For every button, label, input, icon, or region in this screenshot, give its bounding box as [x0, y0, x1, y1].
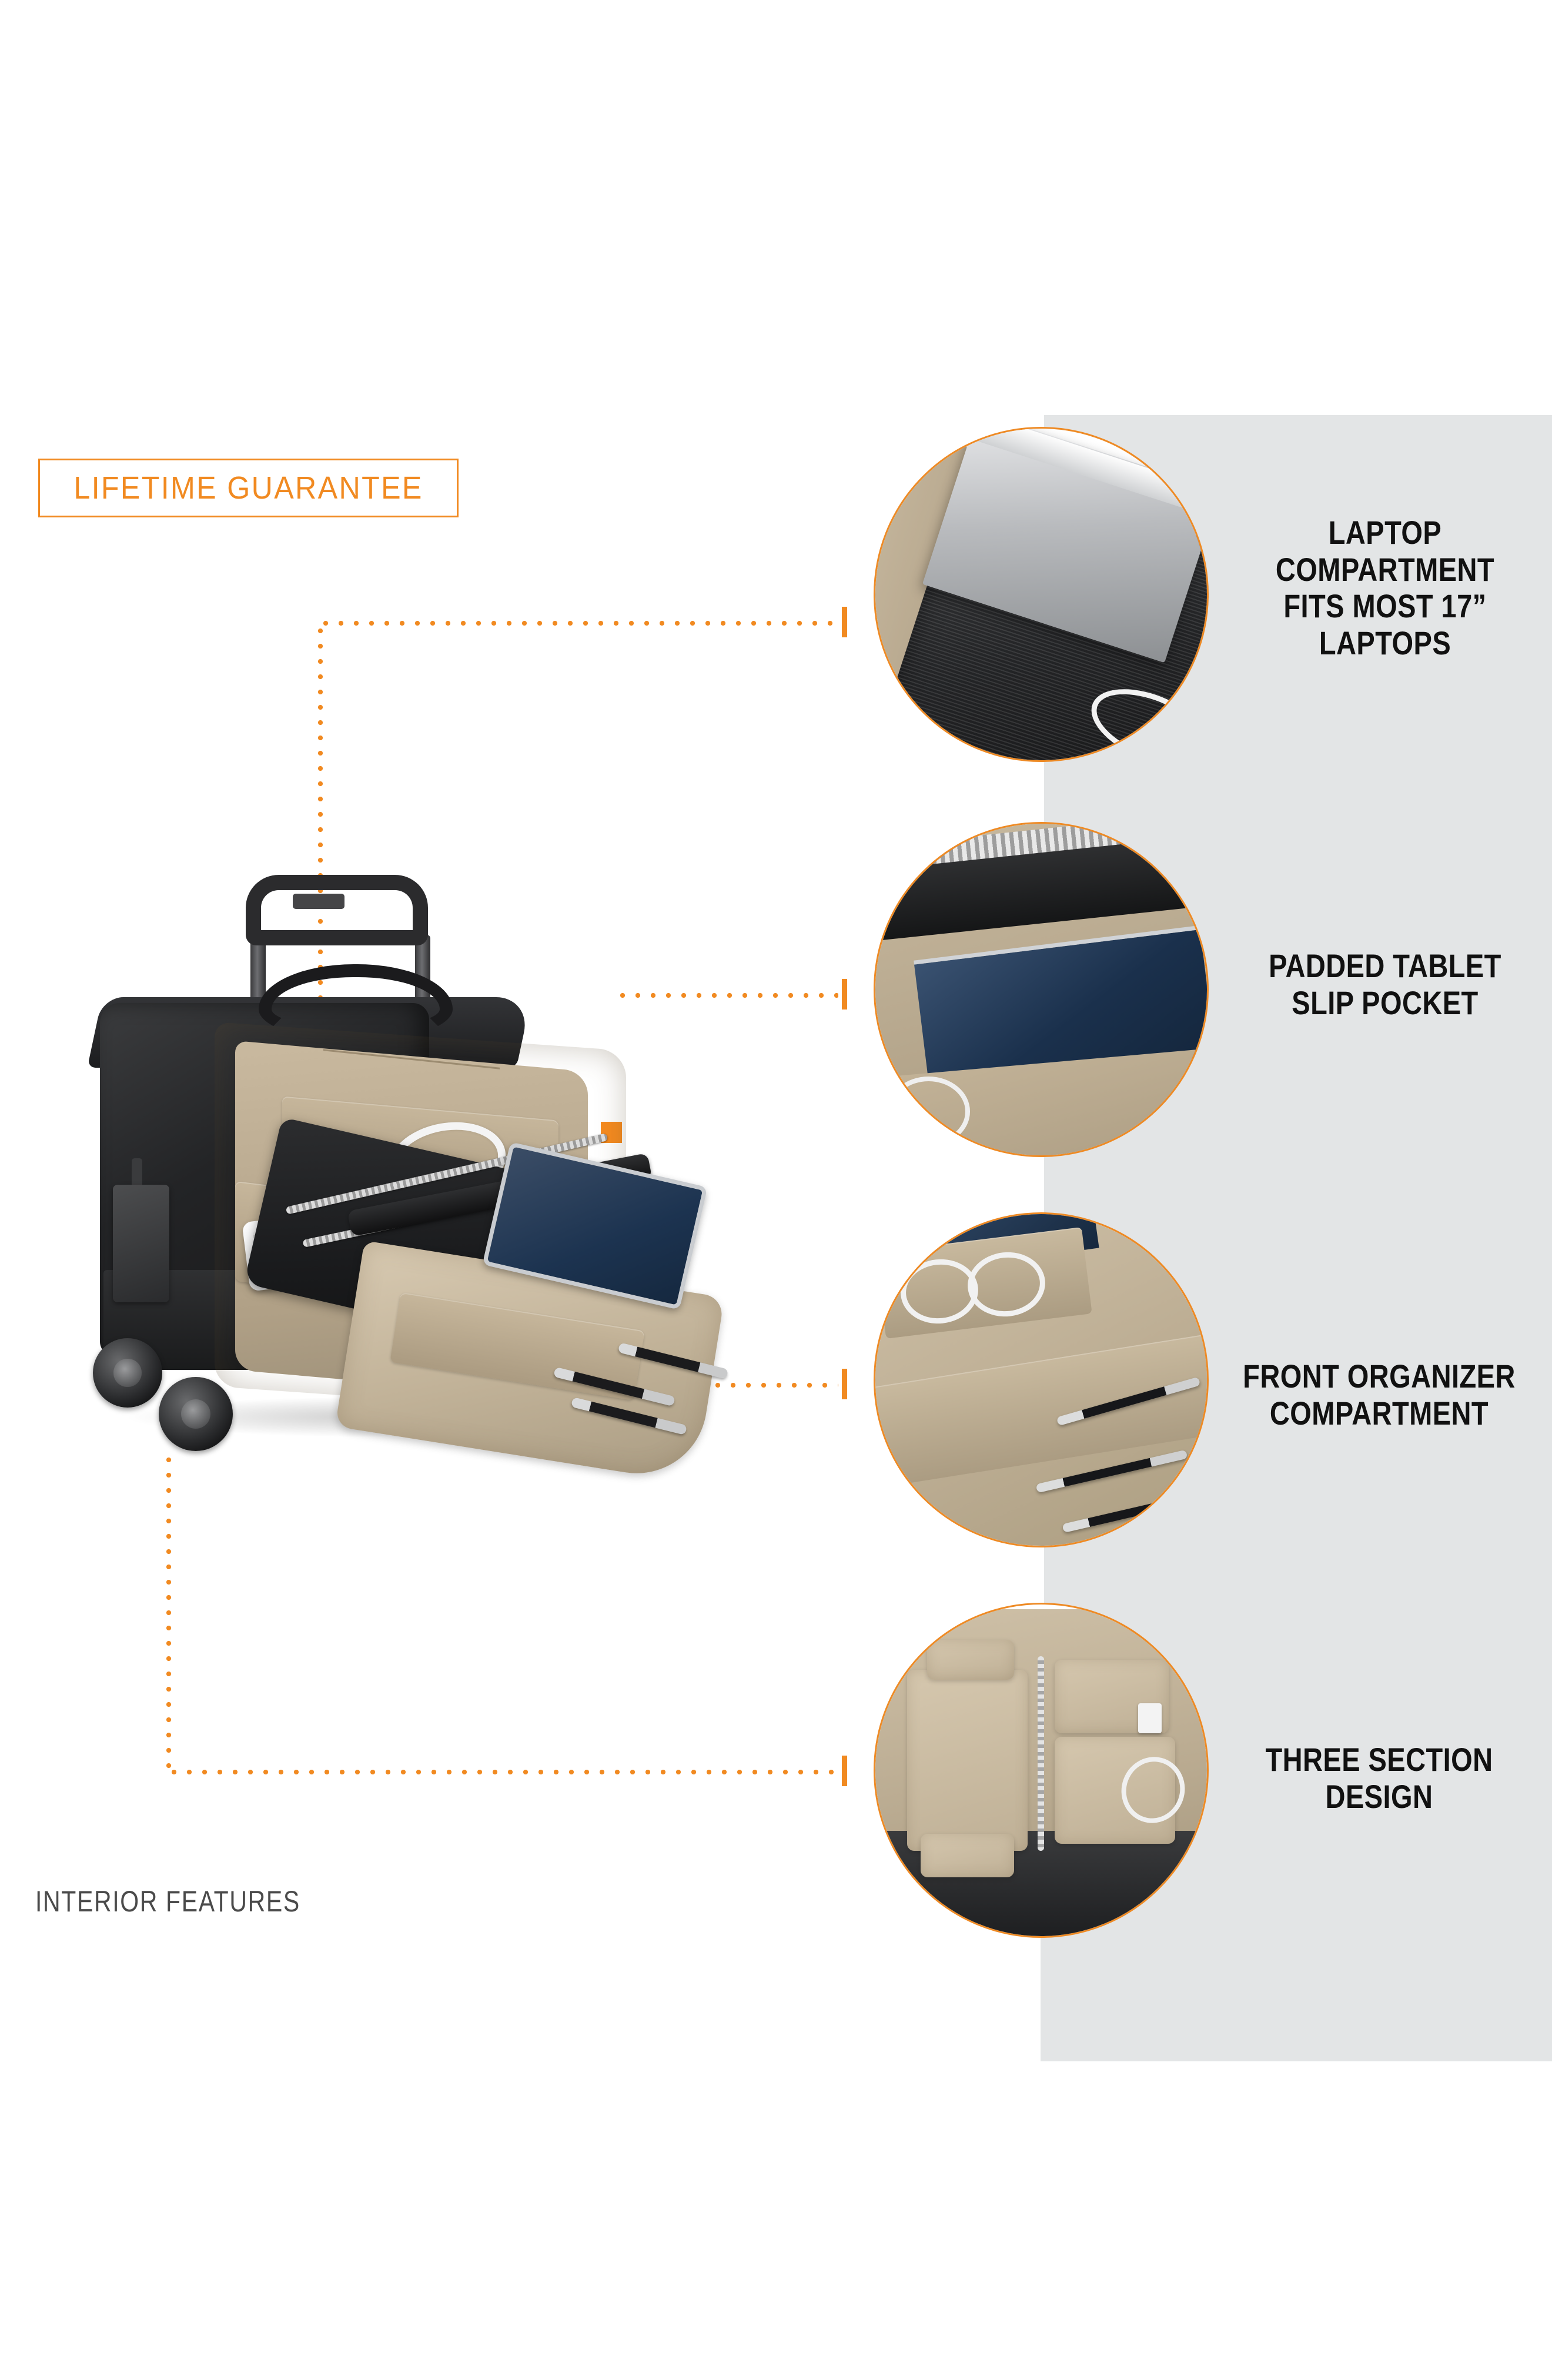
callout-circle-front-organizer-compartment — [874, 1212, 1209, 1547]
feature-line: LAPTOP — [1328, 514, 1442, 551]
feature-line: LAPTOPS — [1319, 624, 1451, 662]
callout-circle-three-section-design — [874, 1603, 1209, 1938]
photo-center-zipper — [1038, 1656, 1045, 1851]
callout-circle-padded-tablet-slip-pocket — [874, 822, 1209, 1157]
leader-line-4-vertical — [166, 1452, 171, 1773]
feature-line: THREE SECTION — [1265, 1741, 1493, 1778]
wheel-rear — [93, 1338, 162, 1408]
feature-label-padded-tablet-slip-pocket: PADDED TABLET SLIP POCKET — [1257, 947, 1514, 1021]
leader-tick-1 — [842, 607, 847, 637]
leader-line-1-horizontal — [318, 621, 835, 626]
callout-photo-tablet-pocket — [875, 824, 1207, 1155]
leader-tick-2 — [842, 979, 847, 1010]
leader-line-2-horizontal — [615, 993, 838, 998]
leader-line-1-vertical — [318, 623, 323, 1014]
photo-section-left — [907, 1670, 1028, 1851]
leader-tick-4 — [842, 1756, 847, 1786]
luggage-tag — [113, 1185, 169, 1302]
photo-cable-coil — [887, 1077, 971, 1146]
callout-circle-laptop-compartment — [874, 427, 1209, 762]
photo-power-plug — [1138, 1703, 1162, 1734]
product-image-rolling-briefcase — [87, 864, 847, 1499]
feature-label-laptop-compartment: LAPTOP COMPARTMENT FITS MOST 17” LAPTOPS — [1257, 514, 1514, 662]
feature-line: FRONT ORGANIZER — [1243, 1358, 1516, 1395]
feature-label-front-organizer-compartment: FRONT ORGANIZER COMPARTMENT — [1241, 1358, 1517, 1432]
interior-features-caption: INTERIOR FEATURES — [35, 1885, 300, 1918]
photo-section-left-flap-top — [927, 1639, 1015, 1680]
feature-line: PADDED TABLET — [1269, 947, 1501, 984]
feature-label-three-section-design: THREE SECTION DESIGN — [1241, 1741, 1517, 1815]
callout-photo-front-organizer — [875, 1214, 1207, 1546]
feature-line: FITS MOST 17” — [1283, 587, 1487, 625]
leader-line-4-horizontal — [166, 1770, 837, 1774]
photo-section-right-bottom — [1054, 1737, 1175, 1844]
wheel-front — [159, 1377, 233, 1451]
feature-line: COMPARTMENT — [1275, 550, 1495, 588]
feature-line: SLIP POCKET — [1292, 984, 1479, 1021]
leader-line-3-horizontal — [588, 1383, 838, 1388]
callout-photo-three-section — [875, 1605, 1207, 1936]
lifetime-guarantee-badge: LIFETIME GUARANTEE — [38, 459, 459, 517]
leader-tick-3 — [842, 1369, 847, 1399]
telescoping-handle-grip — [246, 875, 428, 945]
feature-line: DESIGN — [1325, 1777, 1433, 1815]
lifetime-guarantee-label: LIFETIME GUARANTEE — [73, 470, 423, 506]
callout-photo-laptop-compartment — [875, 429, 1207, 760]
photo-section-left-flap-bottom — [920, 1834, 1015, 1878]
feature-line: COMPARTMENT — [1269, 1394, 1489, 1432]
